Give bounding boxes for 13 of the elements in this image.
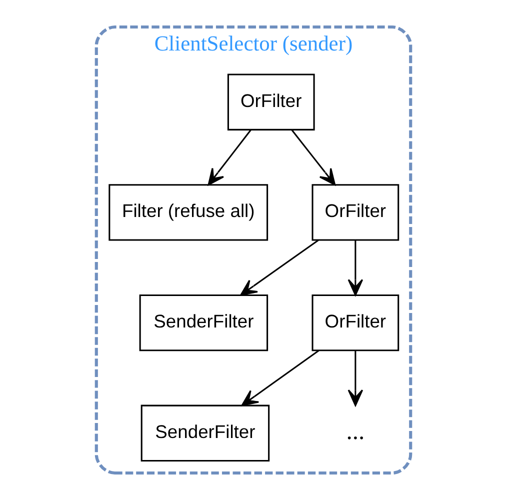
arrow [348,350,364,406]
node-box: OrFilter [312,294,400,352]
arrow [240,240,319,296]
node-box: OrFilter [312,184,400,241]
node-box: OrFilter [227,74,315,130]
node-text: ... [346,418,365,445]
node-box: SenderFilter [139,294,268,352]
arrow [241,350,320,406]
node-box: SenderFilter [140,404,270,462]
arrow [208,130,252,186]
node-box: Filter (refuse all) [108,184,268,241]
arrow [348,240,364,296]
arrow [291,130,336,186]
